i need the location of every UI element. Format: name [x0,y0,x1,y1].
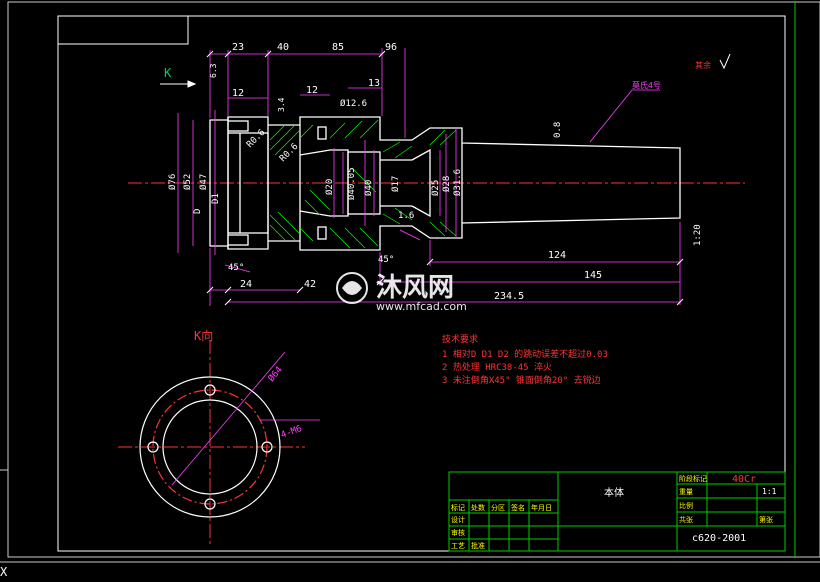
dim-upper-12a: 12 [232,88,244,99]
dim-bottom-124: 124 [548,250,566,261]
shaft-outline [209,116,681,251]
corner-mark: X [0,565,8,579]
roughness-mark: 6.3 [209,63,218,78]
notes-title: 技术要求 [442,333,478,345]
section-hatch [269,119,457,249]
dim-dia-31.6: Ø31.6 [452,169,463,196]
tb-row-label-3: 工艺 [451,542,465,550]
tb-row-label-2: 审核 [451,528,465,537]
dim-chamfer-b: 45° [378,255,394,265]
dimension-ticks [206,50,684,306]
dim-dia-17: Ø17 [390,176,401,192]
dim-taper-ratio: 1:20 [693,224,703,246]
dim-1.6: 1.6 [398,211,414,221]
watermark-url: www.mfcad.com [376,300,467,313]
dim-dia-25: Ø25 [430,180,441,196]
watermark: 沐风网 www.mfcad.com [336,272,467,313]
tb-col-header-3: 分区 [491,503,505,512]
dim-dia-20: Ø20 [324,179,335,195]
dim-dia-76: Ø76 [167,174,178,190]
dim-upper-12b: 12 [306,85,318,96]
dim-d: D [193,209,203,214]
tb-right-label-2: 重量 [679,488,693,496]
dim-top-96: 96 [385,42,397,53]
tb-row-label-4: 批准 [471,541,485,550]
scale-value: 1:1 [762,487,777,496]
dim-dia-28: Ø28 [441,176,452,192]
dim-bottom-234.5: 234.5 [494,291,524,302]
dim-d1: D1 [211,193,221,204]
tb-right-label-3: 比例 [679,501,693,510]
bolt-circle-dim: Ø64 [266,364,285,384]
tb-right-label-5: 第张 [759,515,773,524]
k-arrow [160,80,197,88]
roughness-symbol [719,53,731,70]
drawing-frame [0,1,820,563]
tb-col-header-4: 签名 [511,503,525,512]
dim-upper-3.4: 3.4 [277,97,286,112]
dim-dia-40: Ø40 [363,180,374,196]
k-view [139,351,320,518]
tb-row-label-1: 设计 [451,515,465,524]
centerlines [118,182,745,545]
view-label-k: K [164,66,172,80]
dim-bottom-145: 145 [584,270,602,281]
title-block-grid [448,471,786,552]
dim-bottom-24: 24 [240,279,252,290]
dim-dia-12.6: Ø12.6 [340,98,367,109]
drawing-number: c620-2001 [692,533,746,544]
tb-right-label-1: 阶段标记 [679,474,707,483]
dim-0.8: 0.8 [553,122,563,138]
dim-bottom-42: 42 [304,279,316,290]
notes-item-1: 1 相对D D1 D2 的跳动误差不超过0.03 [442,348,608,360]
material: 40Cr [732,474,756,485]
tb-col-header-5: 年月日 [531,503,552,512]
dim-top-40: 40 [277,42,289,53]
dim-upper-13: 13 [368,78,380,89]
notes-item-2: 2 热处理 HRC38-45 淬火 [442,361,552,373]
notes-item-3: 3 未注倒角X45° 锥面倒角20° 去锐边 [442,374,601,386]
tb-col-header-1: 标记 [451,503,465,512]
section-label-k: K向 [194,328,213,343]
tb-right-label-4: 共张 [679,515,693,524]
dim-dia-47: Ø47 [198,174,209,190]
taper-label: 莫氏4号 [632,80,661,90]
dim-top-23: 23 [232,42,244,53]
dim-top-85: 85 [332,42,344,53]
dim-chamfer-a: 45° [228,263,244,273]
dim-dia-52: Ø52 [182,174,193,190]
dim-r06-b: R0.6 [278,142,300,164]
tb-col-header-2: 处数 [471,503,485,512]
part-name: 本体 [604,486,624,499]
dimension-lines [177,48,681,306]
watermark-brand: 沐风网 [376,273,454,303]
dim-dia-40.05: Ø40.05 [346,167,357,200]
bolt-holes-label: 4-M6 [280,424,304,441]
roughness-note: 其余 [695,60,711,70]
